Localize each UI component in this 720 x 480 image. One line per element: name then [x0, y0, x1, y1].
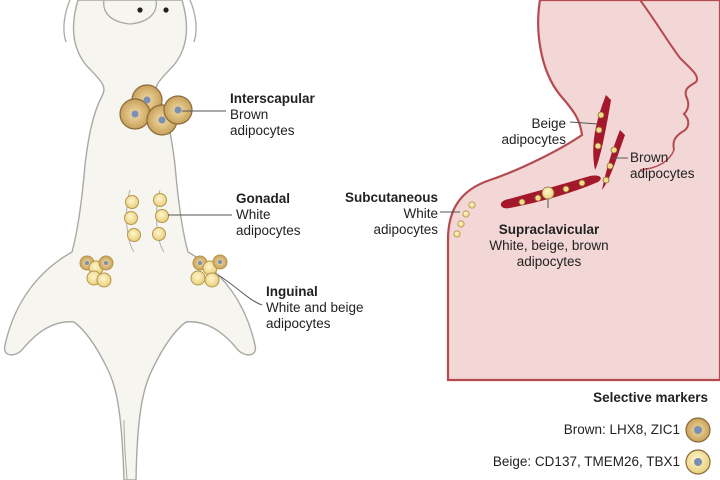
inguinal-fat-left [79, 255, 114, 288]
human-leader-lines [440, 121, 628, 213]
label-inguinal: Inguinal White and beige adipocytes [266, 284, 364, 331]
mouse-tail [123, 419, 128, 480]
human-face-profile [639, 0, 698, 151]
mouse-paw-right [189, 0, 197, 43]
gonadal-white-fat [124, 189, 169, 253]
marker-beige-label: Beige: CD137, TMEM26, TBX1 [492, 454, 680, 469]
mouse-paw-left [63, 0, 71, 43]
neck-brown-fat [593, 95, 625, 190]
label-interscapular: Interscapular Brown adipocytes [230, 91, 315, 138]
label-brown: Brown adipocytes [630, 150, 695, 181]
marker-brown-icon [685, 417, 711, 443]
human-illustration [440, 0, 720, 382]
subcutaneous-white-fat [453, 201, 476, 238]
mouse-illustration [3, 0, 263, 480]
marker-brown-label: Brown: LHX8, ZIC1 [563, 422, 680, 437]
mouse-eye-right [163, 7, 169, 13]
mouse-head [103, 0, 157, 25]
mouse-leader-lines [168, 110, 263, 306]
label-subcutaneous: Subcutaneous White adipocytes [344, 190, 438, 237]
mouse-eye-left [137, 7, 143, 13]
supraclavicular-fat [500, 175, 601, 209]
human-silhouette [446, 0, 720, 382]
label-gonadal: Gonadal White adipocytes [236, 191, 301, 238]
marker-beige-icon [685, 449, 711, 475]
label-beige: Beige adipocytes [501, 116, 566, 147]
inguinal-fat-right [190, 254, 228, 288]
markers-title: Selective markers [593, 390, 708, 405]
label-supraclavicular: Supraclavicular White, beige, brown adip… [489, 222, 609, 269]
interscapular-brown-fat [119, 84, 193, 136]
